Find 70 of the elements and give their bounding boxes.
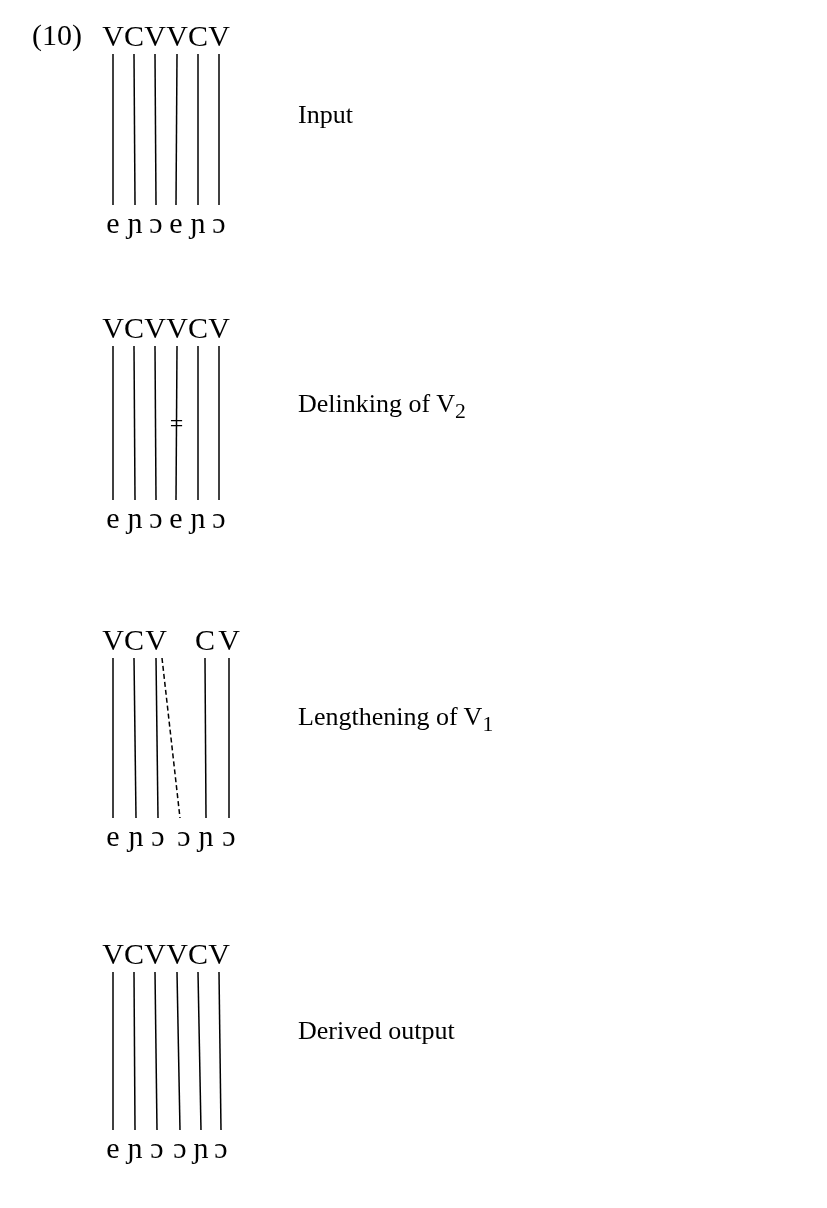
association-line xyxy=(218,345,220,501)
phoneme-symbol: ɲ xyxy=(123,205,147,241)
phoneme-symbol: e xyxy=(101,1130,125,1166)
association-line xyxy=(133,345,136,501)
stage-label: Derived output xyxy=(298,1016,455,1046)
association-line xyxy=(218,971,222,1131)
skeleton-slot-letter: C xyxy=(122,18,146,54)
phoneme-symbol: ɲ xyxy=(123,500,147,536)
skeleton-slot-letter: C xyxy=(186,936,210,972)
association-line xyxy=(197,53,199,206)
phoneme-symbol: e xyxy=(101,500,125,536)
skeleton-slot-letter: V xyxy=(143,18,167,54)
stage-label: Lengthening of V$_{1}$ xyxy=(298,702,494,739)
phoneme-symbol: ɔ xyxy=(145,1130,169,1166)
skeleton-slot-letter: V xyxy=(217,622,241,658)
skeleton-slot-letter: V xyxy=(207,18,231,54)
association-line xyxy=(112,53,114,206)
phoneme-symbol: ɲ xyxy=(186,500,210,536)
association-line xyxy=(176,971,181,1131)
dashed-association-line xyxy=(161,657,181,819)
phoneme-symbol: ɔ xyxy=(217,818,241,854)
association-line xyxy=(133,971,136,1131)
association-line xyxy=(155,657,159,819)
skeleton-slot-letter: C xyxy=(122,936,146,972)
skeleton-slot-letter: V xyxy=(165,18,189,54)
skeleton-slot-letter: C xyxy=(122,310,146,346)
association-line xyxy=(112,971,114,1131)
association-line xyxy=(154,345,157,501)
association-line xyxy=(197,345,199,501)
skeleton-slot-letter: C xyxy=(186,18,210,54)
phoneme-symbol: e xyxy=(101,205,125,241)
stage-label: Input xyxy=(298,100,353,130)
skeleton-slot-letter: V xyxy=(165,936,189,972)
association-line xyxy=(228,657,230,819)
phoneme-symbol: ɲ xyxy=(124,818,148,854)
skeleton-slot-letter: V xyxy=(143,310,167,346)
association-line xyxy=(218,53,220,206)
association-line xyxy=(112,657,114,819)
skeleton-slot-letter: V xyxy=(144,622,168,658)
association-line xyxy=(112,345,114,501)
association-line xyxy=(133,657,137,819)
skeleton-slot-letter: V xyxy=(101,936,125,972)
phoneme-symbol: ɔ xyxy=(172,818,196,854)
skeleton-slot-letter: V xyxy=(143,936,167,972)
phoneme-symbol: ɲ xyxy=(194,818,218,854)
phoneme-symbol: e xyxy=(101,818,125,854)
skeleton-slot-letter: V xyxy=(165,310,189,346)
phoneme-symbol: ɲ xyxy=(186,205,210,241)
skeleton-slot-letter: V xyxy=(101,622,125,658)
association-line xyxy=(175,345,178,501)
association-line xyxy=(197,971,202,1131)
skeleton-slot-letter: C xyxy=(122,622,146,658)
phoneme-symbol: ɲ xyxy=(123,1130,147,1166)
association-line xyxy=(175,53,178,206)
association-line xyxy=(154,971,158,1131)
skeleton-slot-letter: C xyxy=(186,310,210,346)
phoneme-symbol: ɔ xyxy=(168,1130,192,1166)
skeleton-slot-letter: C xyxy=(193,622,217,658)
phoneme-symbol: ɔ xyxy=(146,818,170,854)
skeleton-slot-letter: V xyxy=(101,18,125,54)
phoneme-symbol: ɔ xyxy=(207,205,231,241)
stage-label: Delinking of V$_{2}$ xyxy=(298,389,466,426)
skeleton-slot-letter: V xyxy=(207,310,231,346)
example-number: (10) xyxy=(32,20,82,50)
association-line xyxy=(154,53,157,206)
association-line xyxy=(204,657,207,819)
skeleton-slot-letter: V xyxy=(101,310,125,346)
association-line xyxy=(133,53,136,206)
skeleton-slot-letter: V xyxy=(207,936,231,972)
phoneme-symbol: ɔ xyxy=(207,500,231,536)
